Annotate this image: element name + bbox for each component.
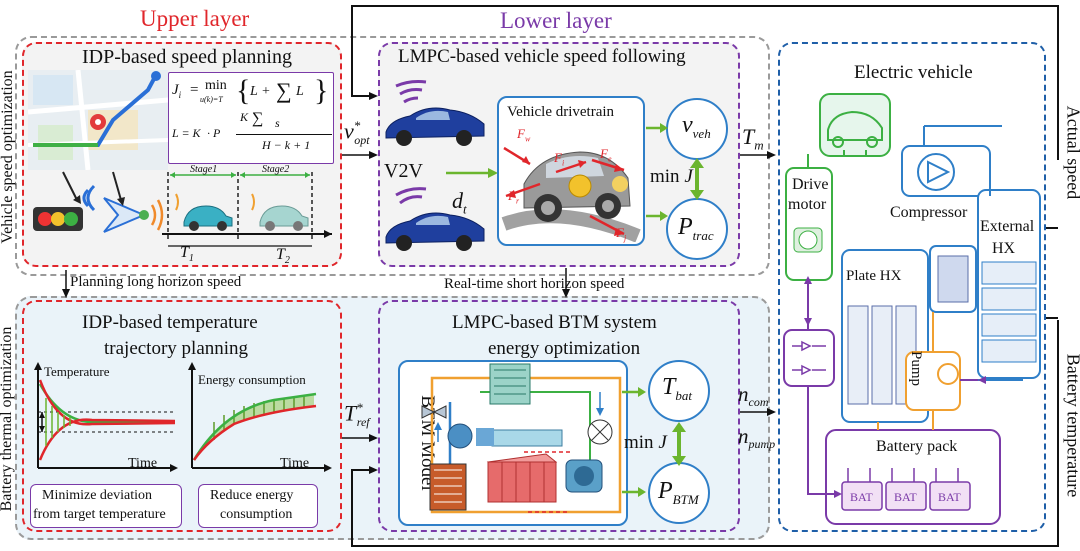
energy-axis-label: Energy consumption (198, 372, 306, 387)
dt-label: dt (452, 188, 467, 217)
eq-min: min (205, 78, 227, 93)
short-horizon-label: Real-time short horizon speed (444, 276, 625, 292)
lmpc-btm-title-2: energy optimization (488, 338, 641, 359)
reduce-energy-line1: Reduce energy (210, 488, 294, 503)
vehicle-bottom-icon (385, 187, 485, 251)
down-arrows-icon (62, 171, 125, 206)
tref-label: T*ref (344, 400, 370, 429)
compressor-label: Compressor (890, 204, 968, 221)
v2v-label: V2V (384, 160, 423, 182)
fe-label: Fe (600, 146, 612, 164)
drivetrain-output-arrows (646, 123, 704, 221)
tbat-circle (648, 360, 710, 422)
eq-p: · P (207, 126, 221, 140)
t1-label: T1 (180, 244, 194, 265)
bat2-label: BAT (894, 490, 917, 504)
eq-equals: = (190, 82, 199, 98)
minj-top-label: min J (650, 166, 693, 187)
fr-label: Fr (508, 188, 520, 206)
minimize-deviation-line2: from target temperature (33, 507, 166, 522)
vopt-label: v*opt (344, 118, 370, 147)
eq-denominator: H − k + 1 (262, 138, 311, 152)
long-horizon-label: Planning long horizon speed (70, 274, 242, 290)
npump-label: npump (738, 424, 776, 452)
signal-waves-icon (82, 184, 96, 212)
v2v-arrow (446, 168, 498, 178)
reduce-energy-line2: consumption (220, 507, 293, 522)
external-hx-label-1: External (980, 218, 1035, 235)
eq-plus: + (262, 84, 270, 99)
idp-temperature-title-2: trajectory planning (104, 338, 249, 359)
tm-label: Tm (742, 124, 764, 153)
temperature-trajectory-plot (34, 362, 178, 472)
upper-layer-title: Upper layer (140, 6, 250, 31)
drive-motor-label-2: motor (788, 196, 827, 213)
battery-pack-label: Battery pack (876, 438, 958, 455)
eq-brace-right: } (314, 74, 329, 107)
btm-output-arrows (622, 387, 686, 497)
fi-label: Fi (554, 150, 565, 168)
drive-motor-label-1: Drive (792, 176, 829, 193)
minimize-deviation-line1: Minimize deviation (42, 488, 153, 503)
idp-speed-planning-title: IDP-based speed planning (82, 46, 292, 68)
eq-j: Ji (172, 82, 182, 100)
traffic-light-icon (33, 207, 83, 231)
time-axis-label-2: Time (280, 456, 310, 471)
ncom-label: ncom (738, 382, 769, 410)
tbat-label: Tbat (662, 374, 692, 403)
fj-label: Fj (616, 225, 627, 243)
eq-l: L (250, 84, 258, 99)
plate-hx-label: Plate HX (846, 268, 902, 284)
drivetrain-illustration (501, 146, 641, 242)
minimize-deviation-box (30, 484, 182, 528)
roadside-unit-icon (103, 197, 164, 233)
eq-k1: L = K (172, 126, 201, 140)
vveh-label: vveh (682, 112, 711, 141)
temperature-axis-label: Temperature (44, 364, 110, 379)
eq-sum: ∑ (276, 78, 292, 103)
eq-brace-left: { (236, 74, 251, 107)
cost-function-box (168, 72, 334, 164)
eq-k2: K (240, 110, 249, 124)
external-hx-label-2: HX (992, 240, 1016, 257)
eq-l2: L (296, 84, 304, 99)
pump-label: Pump (908, 350, 925, 387)
eq-min-sub: u(k)=T (200, 95, 223, 104)
ptrac-circle (666, 198, 728, 260)
ptrac-label: Ptrac (678, 214, 714, 243)
lmpc-btm-title-1: LMPC-based BTM system (452, 312, 657, 333)
lower-layer-title: Lower layer (500, 8, 612, 33)
pbtm-label: PBTM (658, 478, 699, 507)
energy-consumption-plot (188, 362, 332, 472)
stage2-label: Stage2 (262, 164, 290, 175)
stage1-label: Stage1 (190, 164, 218, 175)
bat1-label: BAT (850, 490, 873, 504)
lmpc-speed-following-title: LMPC-based vehicle speed following (398, 46, 686, 67)
idp-temperature-title-1: IDP-based temperature (82, 312, 258, 333)
electric-vehicle-title: Electric vehicle (854, 62, 973, 83)
minj-bottom-label: min J (624, 432, 667, 453)
eq-sum2: ∑ (252, 110, 264, 127)
ev-system-diagram (783, 93, 1041, 525)
btm-model-illustration (421, 363, 622, 514)
reduce-energy-box (198, 484, 318, 528)
map-illustration (28, 70, 168, 170)
vehicle-top-icon (385, 80, 485, 146)
eq-s: s (275, 116, 280, 130)
vehicle-drivetrain-title: Vehicle drivetrain (507, 104, 615, 120)
t2-label: T2 (276, 246, 290, 267)
stage-timeline (162, 172, 332, 247)
fw-label: Fw (517, 126, 531, 144)
eq-fraction-line (236, 134, 332, 135)
bat3-label: BAT (938, 490, 961, 504)
time-axis-label-1: Time (128, 456, 158, 471)
